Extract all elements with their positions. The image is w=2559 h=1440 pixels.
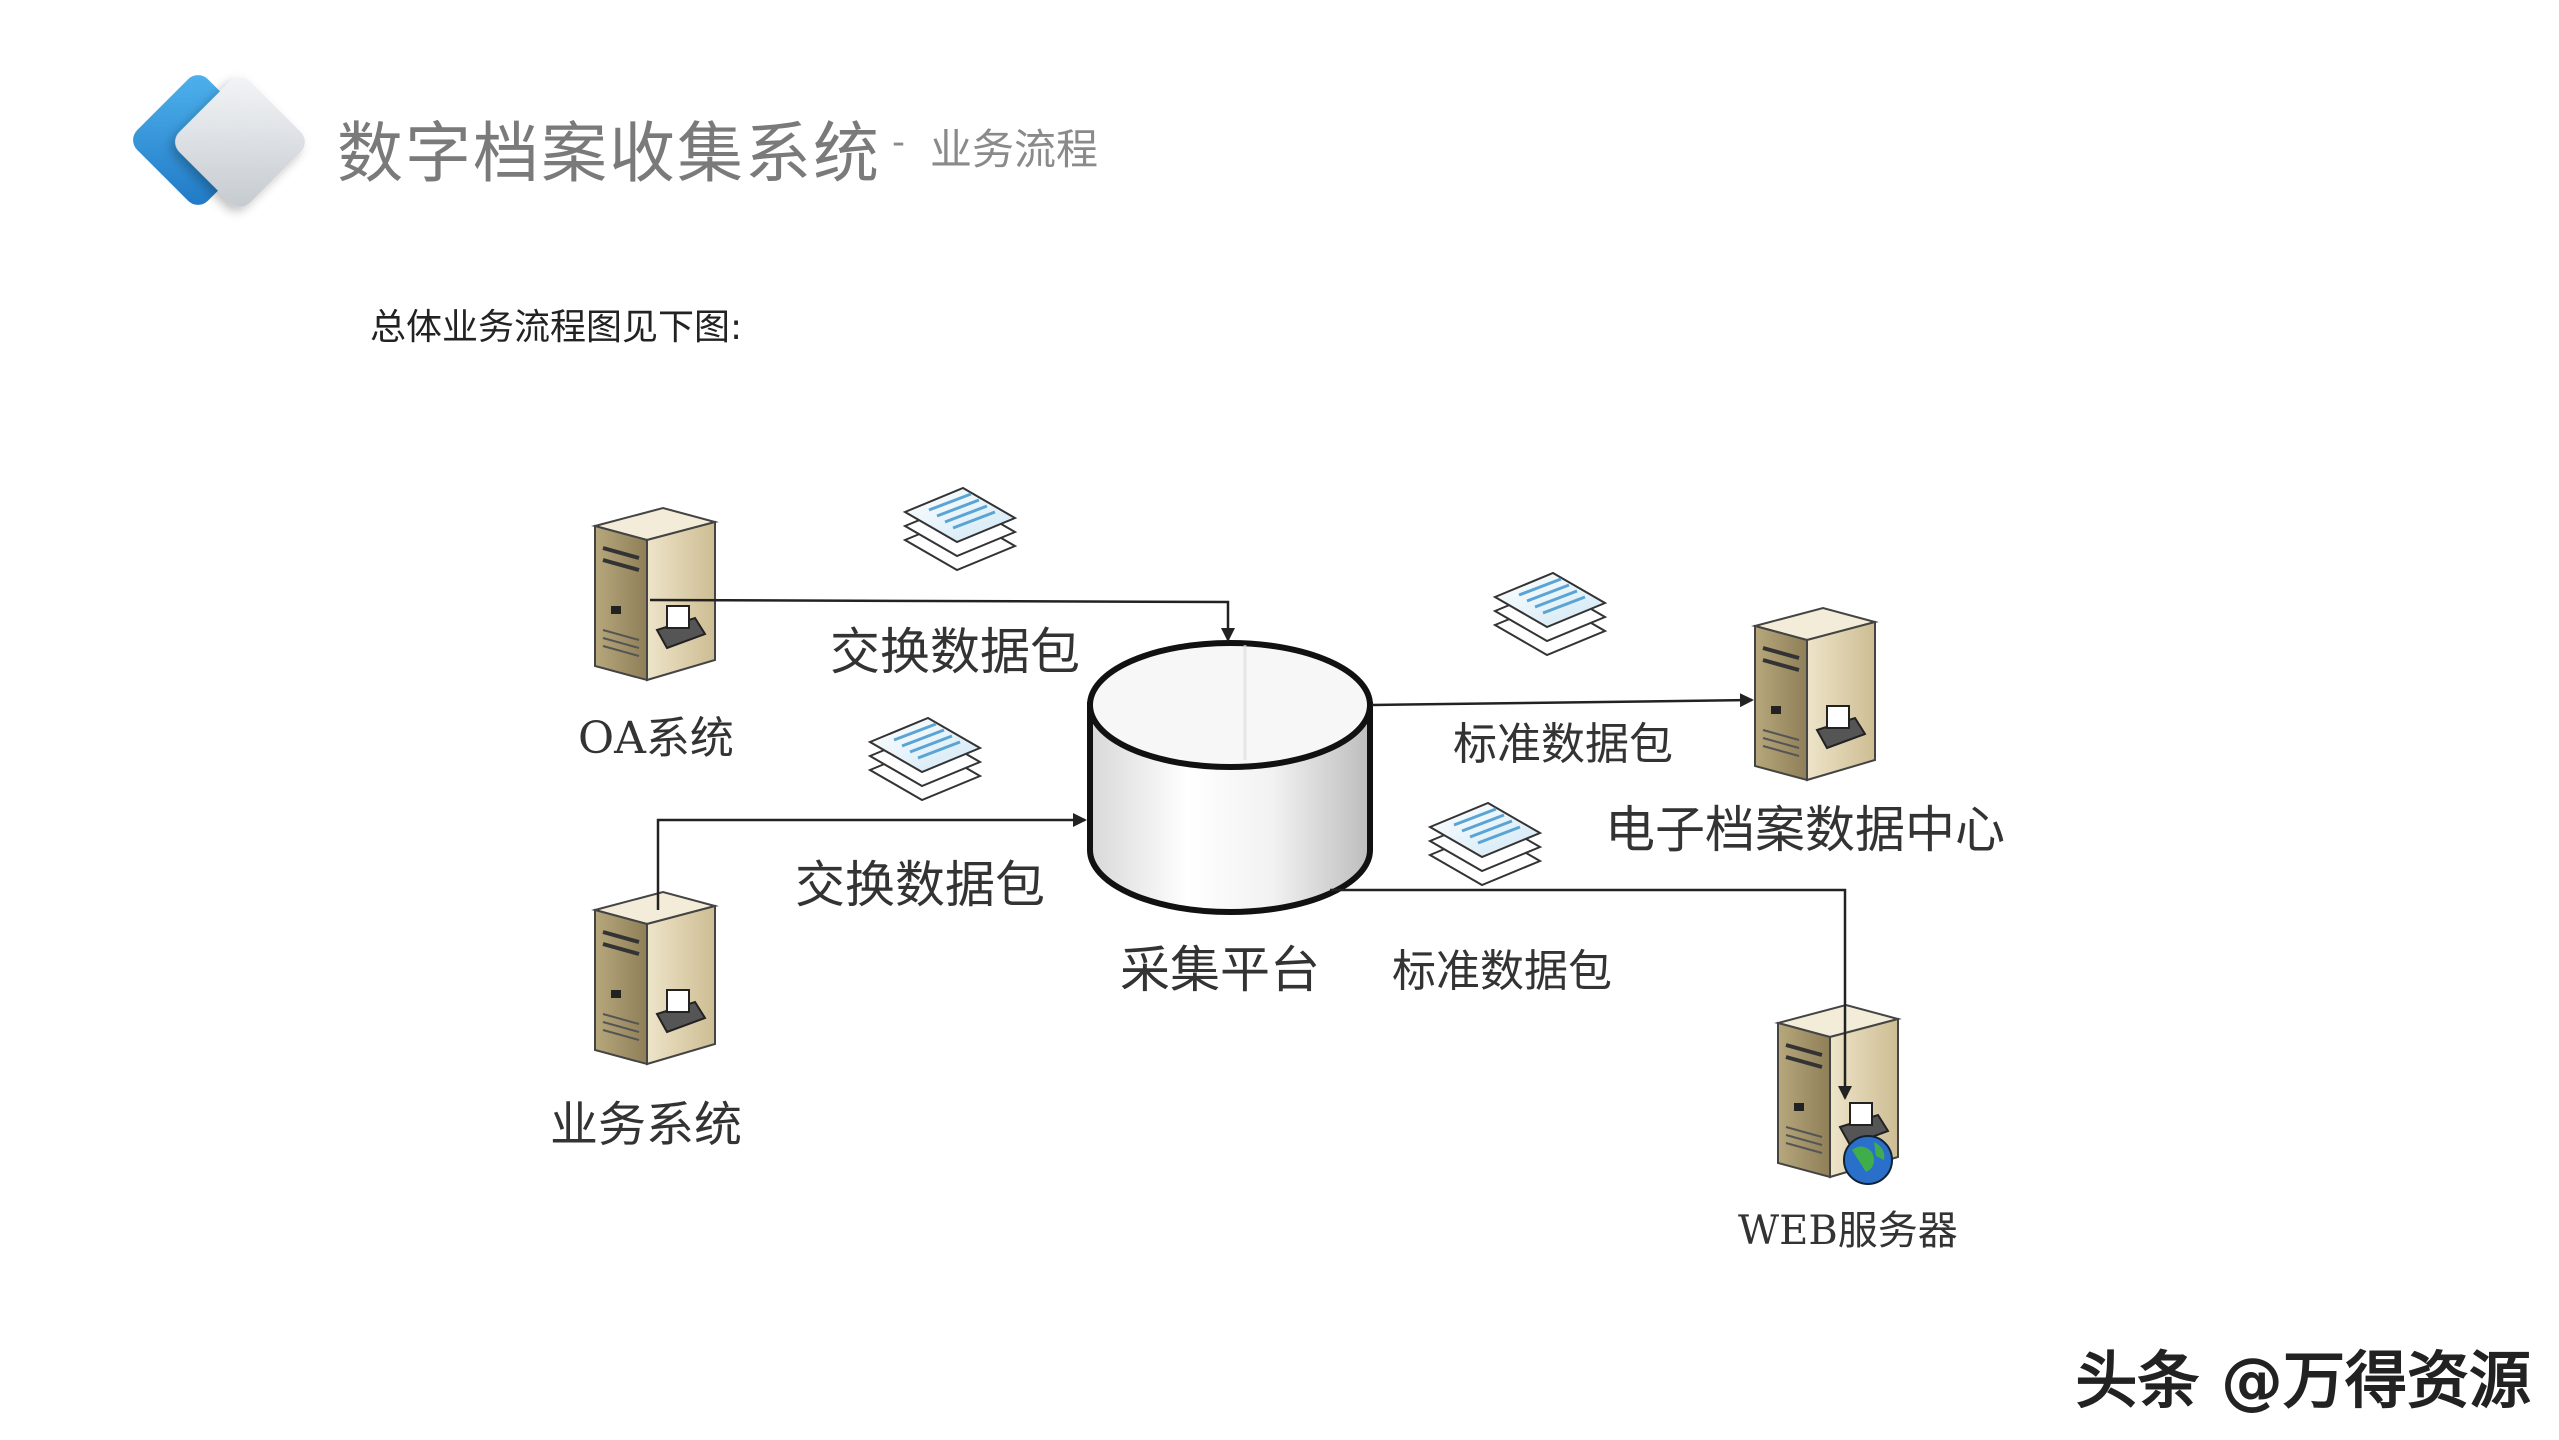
- exchange-package-icon-1: [903, 486, 1017, 572]
- edge-label-business-exchange: 交换数据包: [795, 856, 1045, 914]
- arrow-oa-to-platform: [649, 598, 1235, 642]
- standard-package-icon-2: [1428, 801, 1542, 887]
- page-subtitle: 业务流程: [930, 125, 1099, 174]
- node-oa-system: OA系统: [578, 713, 734, 764]
- arrow-business-to-platform: [656, 813, 1087, 910]
- node-web-server: WEB服务器: [1738, 1208, 1958, 1254]
- watermark: 头条 @万得资源: [2075, 1344, 2531, 1417]
- edge-label-oa-exchange: 交换数据包: [830, 623, 1080, 681]
- title-separator: -: [892, 122, 905, 163]
- node-collection-platform: 采集平台: [1120, 941, 1320, 999]
- node-business-system: 业务系统: [550, 1097, 743, 1153]
- edge-label-web-standard: 标准数据包: [1392, 946, 1612, 997]
- database-icon: [1087, 640, 1373, 915]
- edge-label-center-standard: 标准数据包: [1453, 719, 1673, 770]
- arrow-platform-to-center: [1371, 693, 1754, 708]
- logo-icon: [133, 75, 305, 207]
- page-title: 数字档案收集系统: [337, 115, 881, 192]
- oa-server-icon: [593, 506, 717, 682]
- node-archive-data-center: 电子档案数据中心: [1605, 801, 2005, 859]
- archive-server-icon: [1753, 606, 1877, 782]
- arrow-platform-to-web: [1330, 888, 1852, 1100]
- intro-text: 总体业务流程图见下图:: [370, 307, 743, 348]
- exchange-package-icon-2: [868, 716, 982, 802]
- business-server-icon: [593, 890, 717, 1066]
- standard-package-icon-1: [1493, 571, 1607, 657]
